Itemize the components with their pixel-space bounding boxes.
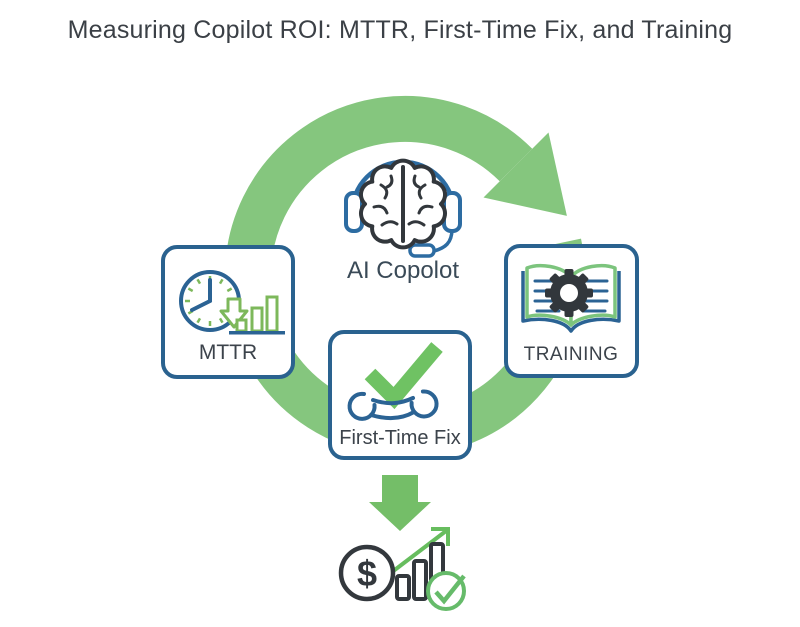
center-label: AI Copolot bbox=[347, 257, 459, 284]
node-mttr: MTTR bbox=[161, 245, 295, 379]
checkmark-icon bbox=[364, 342, 443, 410]
node-first-time-fix: First-Time Fix bbox=[328, 330, 472, 460]
down-arrow-icon bbox=[369, 475, 431, 531]
roi-outcome-icons: $ bbox=[338, 527, 466, 611]
training-label: TRAINING bbox=[524, 344, 619, 365]
open-book-gear-icon bbox=[521, 264, 621, 333]
check-circle-icon bbox=[426, 571, 466, 611]
mttr-label: MTTR bbox=[199, 341, 257, 364]
node-training: TRAINING bbox=[504, 244, 639, 378]
brain-headset-icon bbox=[344, 158, 462, 258]
gear-icon bbox=[545, 269, 593, 317]
page-title: Measuring Copilot ROI: MTTR, First-Time … bbox=[67, 16, 733, 44]
dollar-symbol: $ bbox=[357, 553, 377, 594]
wrench-icon bbox=[347, 389, 439, 421]
wrench-checkmark-icon bbox=[347, 342, 443, 421]
first-time-fix-label: First-Time Fix bbox=[339, 427, 460, 449]
mic-icon bbox=[408, 243, 436, 258]
trend-up-arrow-icon bbox=[390, 527, 450, 574]
dollar-coin-icon: $ bbox=[338, 544, 396, 602]
clock-downtrend-bars-icon bbox=[179, 270, 285, 335]
